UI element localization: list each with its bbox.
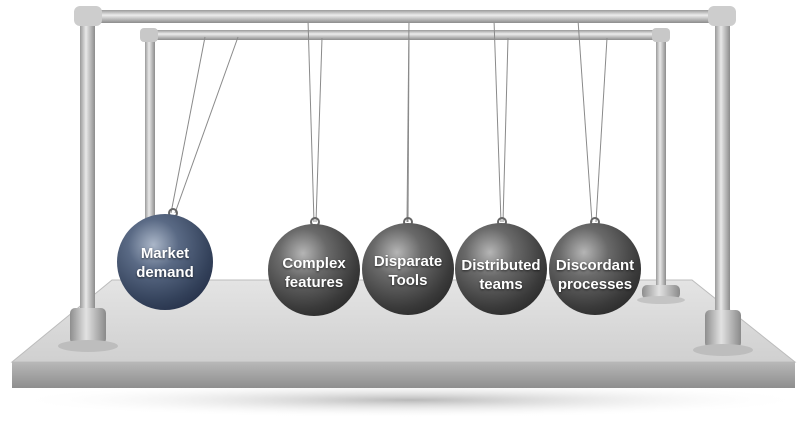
- ball-complex-features: [268, 217, 360, 316]
- ball-market-demand: [117, 208, 213, 310]
- base-shadow: [10, 382, 798, 418]
- back-frame: [140, 28, 685, 304]
- ball-disparate-tools: [362, 217, 454, 315]
- threads: [170, 19, 608, 223]
- base-front: [12, 362, 795, 388]
- ball-discordant-processes: [549, 217, 641, 315]
- front-frame: [58, 6, 753, 356]
- ball-distributed-teams: [455, 217, 547, 315]
